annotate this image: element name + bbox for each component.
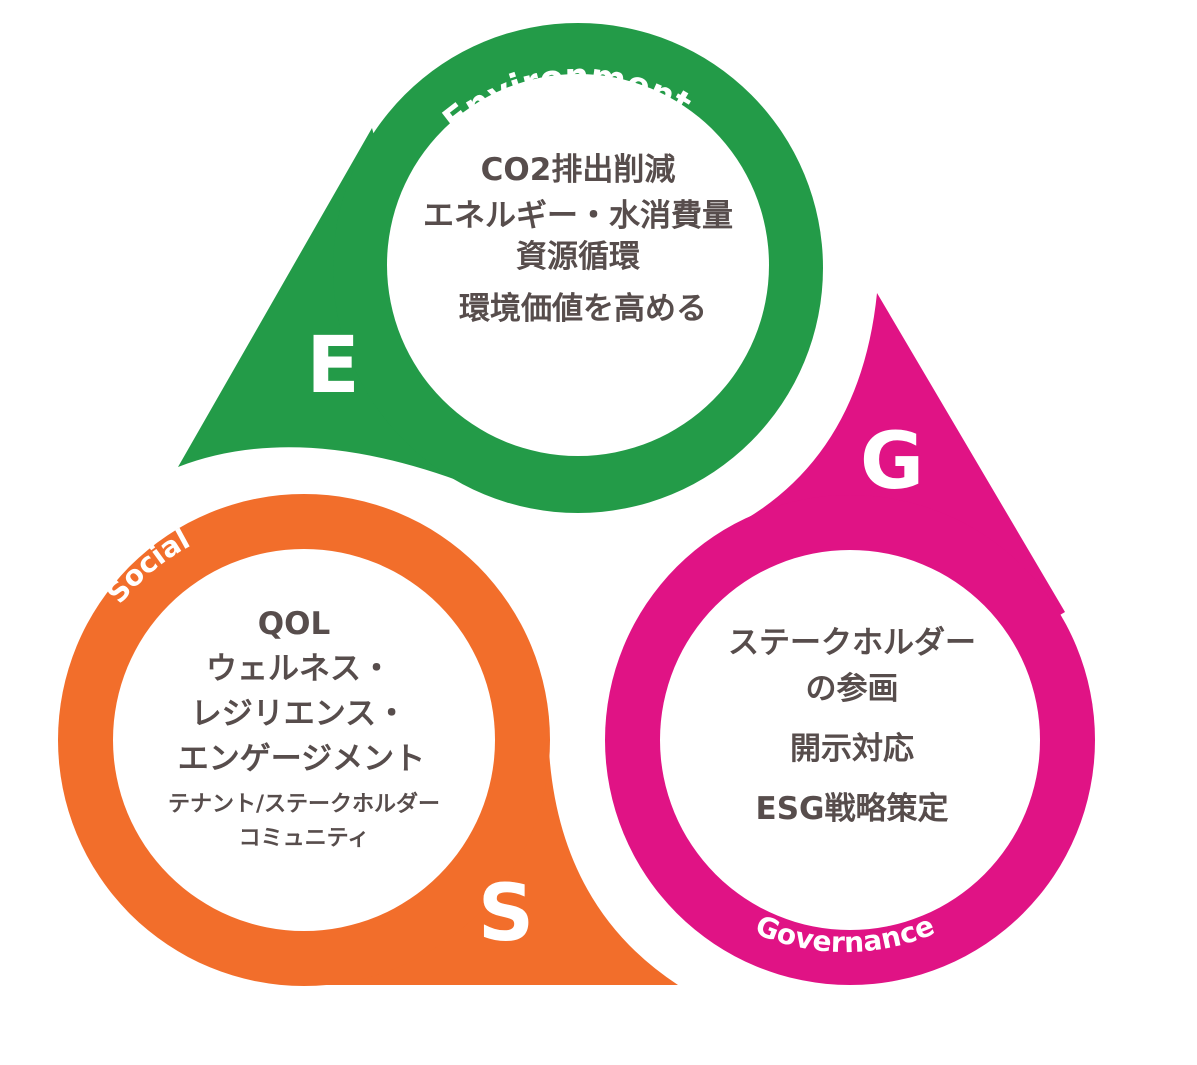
- environment-item: CO2排出削減: [480, 152, 676, 188]
- governance-item: ESG戦略策定: [755, 791, 949, 827]
- social-item: QOL: [257, 606, 331, 642]
- environment-item: 環境価値を高める: [459, 290, 707, 327]
- social-item: エンゲージメント: [177, 741, 426, 777]
- social-letter: S: [478, 869, 534, 959]
- governance-item: ステークホルダー: [728, 625, 976, 661]
- social-item: ウェルネス・: [205, 651, 392, 687]
- social-sub-item: テナント/ステークホルダー: [167, 792, 441, 817]
- environment-drop: [178, 23, 823, 513]
- governance-drop: [605, 293, 1095, 985]
- social-item-list: QOL ウェルネス・ レジリエンス・ エンゲージメント テナント/ステークホルダ…: [168, 602, 440, 856]
- governance-item: の参画: [805, 671, 899, 707]
- environment-item-list: CO2排出削減 エネルギー・水消費量 資源循環 環境価値を高める: [423, 150, 733, 329]
- environment-item: 資源循環: [516, 238, 640, 275]
- governance-letter: G: [860, 417, 924, 507]
- social-item: レジリエンス・: [190, 696, 408, 732]
- governance-item: 開示対応: [790, 731, 914, 767]
- environment-letter: E: [306, 321, 359, 411]
- social-drop: [58, 494, 678, 986]
- environment-item: エネルギー・水消費量: [423, 198, 733, 235]
- social-sub-item: コミュニティ: [238, 826, 370, 851]
- governance-item-list: ステークホルダー の参画 開示対応 ESG戦略策定: [728, 620, 976, 832]
